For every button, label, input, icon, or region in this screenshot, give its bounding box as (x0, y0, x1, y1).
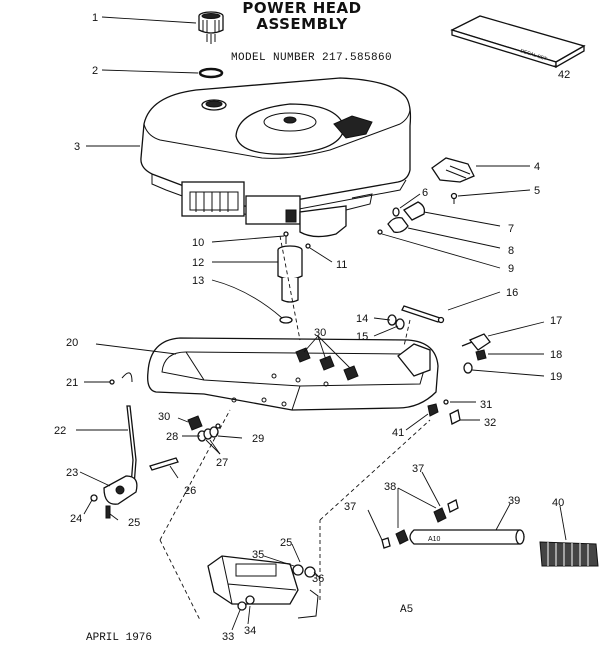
footer-page-code: A5 (400, 604, 414, 616)
callout-25-bracket: 25 (280, 537, 292, 549)
screw-5-part (450, 192, 458, 204)
fitting-17-part (461, 333, 491, 351)
footer-date: APRIL 1976 (86, 632, 153, 644)
svg-text:A10: A10 (428, 536, 441, 543)
callout-29: 29 (252, 433, 264, 445)
grip-40-part (539, 541, 599, 567)
callout-5: 5 (534, 185, 540, 197)
callout-31: 31 (480, 399, 492, 411)
callout-13: 13 (192, 275, 204, 287)
callout-37-right: 37 (412, 463, 424, 475)
leader-lines (76, 16, 567, 631)
pin-26-part (149, 457, 179, 471)
screw-32-part (449, 409, 461, 425)
clip-21-part (109, 372, 133, 385)
callout-27: 27 (216, 457, 228, 469)
handlebar-39-part: A10 (409, 529, 525, 545)
washer-19-part (463, 362, 473, 374)
lever-23-part (103, 475, 138, 505)
callout-24: 24 (70, 513, 82, 525)
callout-6: 6 (422, 187, 428, 199)
diagram-title-line2: ASSEMBLY (256, 15, 348, 33)
throttle-rod-22-part (126, 405, 137, 487)
callout-17: 17 (550, 315, 562, 327)
callout-12: 12 (192, 257, 204, 269)
nut-41-part (427, 403, 439, 417)
callout-32: 32 (484, 417, 496, 429)
assembly-guide-lines (159, 235, 431, 621)
screw-25-part (105, 505, 111, 519)
callout-38: 38 (384, 481, 396, 493)
decal-set-part: DECAL SET (450, 15, 586, 69)
callout-23: 23 (66, 467, 78, 479)
callout-18: 18 (550, 349, 562, 361)
callout-26: 26 (184, 485, 196, 497)
callout-7: 7 (508, 223, 514, 235)
callout-20: 20 (66, 337, 78, 349)
callout-19: 19 (550, 371, 562, 383)
callout-2: 2 (92, 65, 98, 77)
long-pin-16-part (401, 305, 445, 324)
bolt-30-top-part (295, 347, 359, 381)
handle-frame-20-part (147, 337, 439, 411)
knob-7-part (403, 201, 426, 221)
fuel-tank-housing-part (140, 77, 412, 238)
callout-35: 35 (252, 549, 264, 561)
throttle-trigger-part (431, 157, 475, 183)
gasket-ring-part (198, 67, 224, 79)
callout-11: 11 (336, 259, 347, 271)
washer-24-part (90, 494, 98, 502)
callout-8: 8 (508, 245, 514, 257)
callout-33: 33 (222, 631, 234, 643)
hardware-27-30-part (187, 415, 221, 442)
bracket-assembly-part (207, 555, 319, 619)
bolt-14-part (387, 314, 405, 330)
callout-40: 40 (552, 497, 564, 509)
callout-21: 21 (66, 377, 78, 389)
callout-30-middle: 30 (158, 411, 170, 423)
callout-39: 39 (508, 495, 520, 507)
callout-36: 36 (312, 573, 324, 585)
washer-6-part (392, 207, 400, 217)
callout-34: 34 (244, 625, 256, 637)
callout-37-left: 37 (344, 501, 356, 513)
callout-9: 9 (508, 263, 514, 275)
callout-1: 1 (92, 12, 98, 24)
callout-22: 22 (54, 425, 66, 437)
spring-9-part (377, 229, 383, 235)
callout-28: 28 (166, 431, 178, 443)
callout-10: 10 (192, 237, 204, 249)
model-number-label: MODEL NUMBER 217.585860 (231, 52, 393, 64)
callout-14: 14 (356, 313, 368, 325)
screw-37a-part (381, 537, 391, 549)
callout-30-top: 30 (314, 327, 326, 339)
callout-4: 4 (534, 161, 540, 173)
callout-41: 41 (392, 427, 404, 439)
callout-16: 16 (506, 287, 518, 299)
nut-38-part (395, 529, 409, 545)
callout-numbers: 1 2 3 4 5 6 7 8 9 10 11 12 13 14 15 16 1… (54, 12, 570, 643)
callout-25-lever: 25 (128, 517, 140, 529)
bolt-37b-part (447, 499, 459, 513)
shaft-coupling-part (277, 231, 311, 324)
callout-15: 15 (356, 331, 368, 343)
washer-31-part (443, 399, 449, 405)
diagram-title-line1: POWER HEAD (242, 0, 362, 17)
callout-42: 42 (558, 69, 570, 81)
fuel-cap-part (198, 11, 224, 44)
nut-38b-part (433, 507, 447, 523)
callout-3: 3 (74, 141, 80, 153)
knob-8-part (387, 216, 409, 234)
nut-18-part (475, 349, 487, 361)
